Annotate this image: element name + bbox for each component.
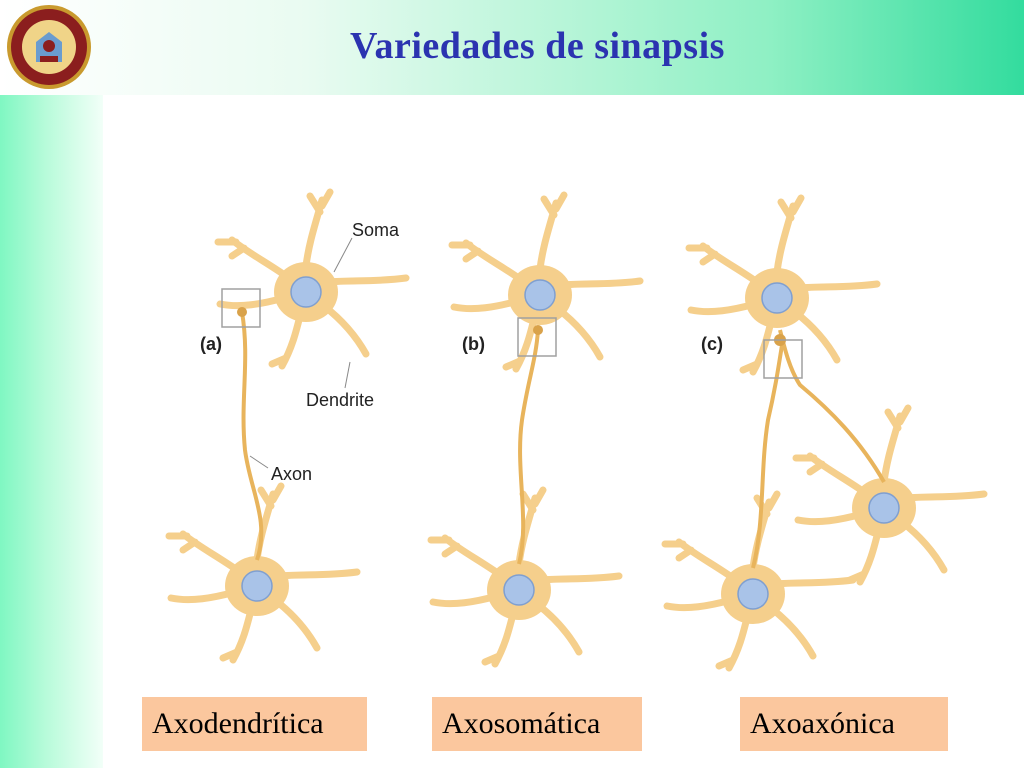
axon-a — [240, 311, 264, 561]
page-title: Variedades de sinapsis — [350, 25, 725, 67]
synapse-box-a — [221, 288, 261, 328]
neuron-c-bottom-right — [796, 408, 984, 582]
soma-leader-line — [333, 237, 353, 273]
left-accent-bar — [0, 95, 103, 768]
label-axosomatica: Axosomática — [432, 697, 642, 751]
synapse-box-c — [763, 339, 803, 379]
axon-b — [517, 329, 540, 565]
synapse-box-b — [517, 317, 557, 357]
axon-c-1 — [751, 344, 784, 569]
label-axodendritica: Axodendrítica — [142, 697, 367, 751]
soma-label: Soma — [352, 220, 400, 240]
panel-label-c: (c) — [701, 334, 723, 354]
panel-label-b: (b) — [462, 334, 485, 354]
axon-leader-line — [249, 455, 269, 469]
neuron-a-bottom — [169, 486, 357, 660]
university-seal-icon — [7, 5, 91, 89]
dendrite-leader-line — [344, 361, 351, 389]
synapse-diagram: Soma Dendrite Axon (a) (b) (c) — [103, 95, 1024, 768]
header-band — [0, 0, 1024, 95]
axon-label: Axon — [271, 464, 312, 484]
label-axoaxonica: Axoaxónica — [740, 697, 948, 751]
dendrite-label: Dendrite — [306, 390, 374, 410]
panel-label-a: (a) — [200, 334, 222, 354]
axon-c-2 — [778, 329, 886, 483]
